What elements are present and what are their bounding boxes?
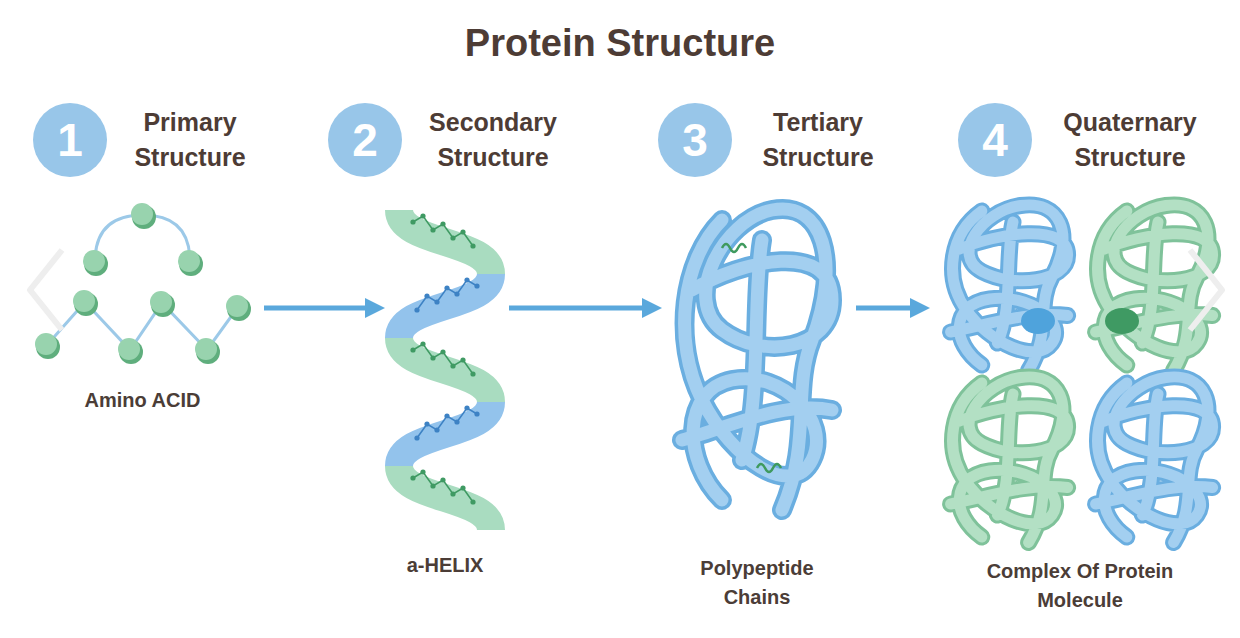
step-number: 2: [328, 103, 402, 177]
step-circle: 2Secondary Structure: [328, 103, 402, 177]
illustration-part: [410, 469, 475, 504]
illustration-part: [722, 244, 746, 252]
illustration-part: [757, 464, 781, 472]
illustration-part: [1096, 377, 1213, 543]
illustration-part: [951, 377, 1068, 543]
illustration-box: a-HELIX: [385, 200, 505, 580]
illustration-part: [226, 295, 248, 317]
illustration-part: [399, 338, 491, 402]
illustration-part: [414, 277, 479, 312]
alpha-helix: [385, 200, 505, 545]
illustration-part: [410, 341, 475, 376]
step-circle: 4Quaternary Structure: [958, 103, 1032, 177]
illustration-part: [951, 205, 1068, 371]
step-number: 3: [658, 103, 732, 177]
illustration-part: [399, 210, 491, 274]
stage-heading: Tertiary Structure: [728, 105, 908, 175]
illustration-part: [951, 377, 1068, 543]
flow-arrow: [264, 306, 379, 311]
illustration-part: [1096, 377, 1213, 543]
illustration-part: [35, 333, 57, 355]
illustration-part: [131, 203, 153, 225]
illustration-box: Amino ACID: [25, 195, 260, 415]
tertiary-fold: [662, 200, 852, 530]
step-circle: 3Tertiary Structure: [658, 103, 732, 177]
illustration-part: [83, 250, 105, 272]
illustration-box: Polypeptide Chains: [662, 200, 852, 612]
step-number: 1: [33, 103, 107, 177]
stage-caption: a-HELIX: [385, 551, 505, 580]
flow-arrow: [509, 306, 656, 311]
illustration-part: [1096, 205, 1213, 371]
stage-caption: Amino ACID: [43, 386, 243, 415]
quaternary-complex: [930, 200, 1230, 555]
stage-heading: Primary Structure: [100, 105, 280, 175]
flow-arrow: [856, 306, 924, 311]
illustration-part: [195, 338, 217, 360]
illustration-part: [178, 250, 200, 272]
illustration-box: Complex Of Protein Molecule: [930, 200, 1230, 615]
illustration-part: [951, 205, 1068, 371]
chevron-right: [1190, 250, 1222, 330]
illustration-part: [118, 338, 140, 360]
illustration-part: [682, 209, 832, 510]
illustration-part: [951, 205, 1068, 371]
diagram-title: Protein Structure: [0, 22, 1240, 65]
illustration-part: [399, 402, 491, 466]
illustration-part: [951, 377, 1068, 543]
step-number: 4: [958, 103, 1032, 177]
stage-heading: Secondary Structure: [403, 105, 583, 175]
illustration-part: [399, 274, 491, 338]
illustration-part: [1096, 377, 1213, 543]
step-circle: 1Primary Structure: [33, 103, 107, 177]
illustration-part: [414, 405, 479, 440]
illustration-part: [1105, 308, 1139, 334]
stage-caption: Polypeptide Chains: [682, 554, 832, 612]
illustration-part: [1096, 205, 1213, 371]
illustration-part: [150, 291, 172, 313]
illustration-part: [73, 290, 95, 312]
amino-acid-chain: [25, 195, 260, 375]
illustration-part: [399, 466, 491, 530]
illustration-part: [1096, 205, 1213, 371]
illustration-part: [1021, 308, 1055, 334]
stage-caption: Complex Of Protein Molecule: [986, 557, 1174, 615]
chevron-left: [30, 250, 62, 330]
illustration-part: [410, 213, 475, 248]
illustration-part: [682, 209, 832, 510]
stage-heading: Quaternary Structure: [1040, 105, 1220, 175]
